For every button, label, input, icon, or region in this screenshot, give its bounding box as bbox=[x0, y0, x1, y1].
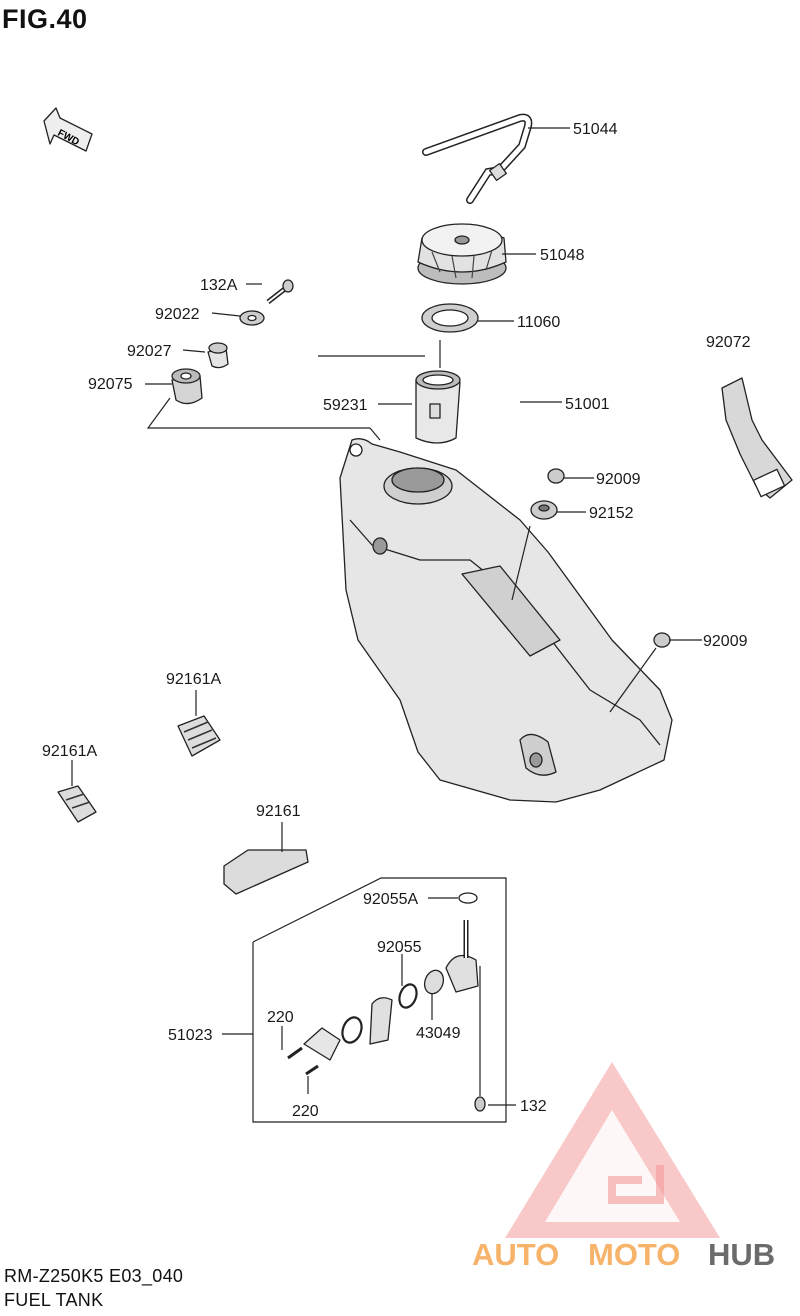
pad-92161A-lower-part bbox=[57, 785, 97, 823]
washer-92022-part bbox=[239, 310, 265, 326]
watermark-moto: MOTO bbox=[588, 1237, 680, 1272]
fwd-arrow-icon: FWD bbox=[43, 107, 93, 152]
label-59231: 59231 bbox=[323, 397, 368, 414]
label-92161A-upper: 92161A bbox=[166, 671, 221, 688]
label-92161A-lower: 92161A bbox=[42, 743, 97, 760]
label-92055A: 92055A bbox=[363, 891, 418, 908]
label-92075: 92075 bbox=[88, 376, 133, 393]
label-92009-lower: 92009 bbox=[703, 633, 748, 650]
label-132A: 132A bbox=[200, 277, 238, 294]
bolt-92009-upper-part bbox=[547, 468, 565, 484]
label-92027: 92027 bbox=[127, 343, 172, 360]
leader-lines bbox=[71, 127, 702, 1106]
part-labels: 51044 51048 132A 92022 11060 92072 92027… bbox=[42, 121, 751, 1120]
damper-92075-part bbox=[171, 368, 203, 405]
pad-92161-part bbox=[223, 849, 309, 895]
bolt-132A-part bbox=[266, 279, 294, 304]
label-92055: 92055 bbox=[377, 939, 422, 956]
watermark-hub: HUB bbox=[708, 1237, 775, 1272]
label-220-upper: 220 bbox=[267, 1009, 294, 1026]
mount-group-line bbox=[146, 397, 370, 429]
watermark-auto: AUTO bbox=[472, 1237, 559, 1272]
breather-hose-part bbox=[422, 113, 533, 204]
pad-92161A-upper-part bbox=[177, 715, 221, 757]
label-92152: 92152 bbox=[589, 505, 634, 522]
label-51023: 51023 bbox=[168, 1027, 213, 1044]
watermark-logo: AUTO MOTO HUB bbox=[472, 1062, 775, 1272]
label-11060: 11060 bbox=[517, 314, 560, 331]
cap-gasket-part bbox=[421, 303, 479, 333]
bolt-92009-lower-part bbox=[653, 632, 671, 648]
fuel-cap-part bbox=[417, 223, 507, 285]
label-51048: 51048 bbox=[540, 247, 585, 264]
label-92161: 92161 bbox=[256, 803, 301, 820]
label-220-lower: 220 bbox=[292, 1103, 319, 1120]
label-92009-upper: 92009 bbox=[596, 471, 641, 488]
filler-neck-part bbox=[415, 370, 461, 444]
label-132: 132 bbox=[520, 1098, 547, 1115]
section-name: FUEL TANK bbox=[4, 1290, 104, 1310]
collar-92027-part bbox=[207, 342, 229, 369]
label-92022: 92022 bbox=[155, 306, 200, 323]
petcock-assembly-part bbox=[287, 892, 486, 1112]
label-51044: 51044 bbox=[573, 121, 618, 138]
damper-92152-part bbox=[530, 500, 558, 520]
label-92072: 92072 bbox=[706, 334, 751, 351]
label-51001: 51001 bbox=[565, 396, 610, 413]
petcock-group-frame bbox=[252, 877, 507, 1123]
fuel-tank-part bbox=[339, 438, 673, 803]
model-code: RM-Z250K5 E03_040 bbox=[4, 1266, 184, 1286]
strap-92072-part bbox=[721, 377, 793, 499]
label-43049: 43049 bbox=[416, 1025, 461, 1042]
figure-title: FIG.40 bbox=[2, 4, 88, 34]
